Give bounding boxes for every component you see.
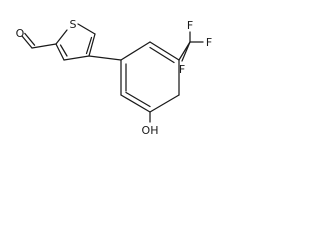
oxygen-label: O: [16, 27, 25, 40]
structure-canvas: O S F F F OH: [0, 0, 232, 142]
bond-c5-c6-inner: [125, 91, 151, 108]
bond-c3-c2-inner: [59, 44, 68, 57]
fluorine-top-label: F: [187, 19, 193, 32]
bond-carbonyl-a: [21, 35, 33, 49]
bond-c2-s: [55, 29, 68, 45]
bond-c2-c3-inner: [149, 46, 175, 64]
bond-aldehyde-ring: [31, 43, 57, 49]
bond-c4-c3: [63, 55, 90, 61]
bond-c5-c4-inner: [85, 36, 93, 55]
bond-cf-mid: [181, 41, 191, 62]
fluorine-right-label: F: [206, 36, 212, 49]
bond-c2-c3: [149, 41, 180, 61]
hydroxyl-label: OH: [142, 124, 159, 137]
bond-c3-c2: [55, 43, 65, 61]
bond-carbonyl-b: [24, 32, 36, 46]
bond-c1-c2: [120, 41, 151, 61]
chemical-structure: O S F F F OH: [16, 18, 213, 137]
bond-s-c5: [77, 23, 96, 35]
bond-biaryl: [88, 55, 122, 61]
bond-c4-c5: [149, 94, 180, 113]
bond-c5-c6: [120, 94, 151, 113]
fluorine-mid-label: F: [179, 63, 185, 76]
bond-c5-c4: [88, 33, 96, 57]
sulfur-label: S: [70, 18, 77, 31]
